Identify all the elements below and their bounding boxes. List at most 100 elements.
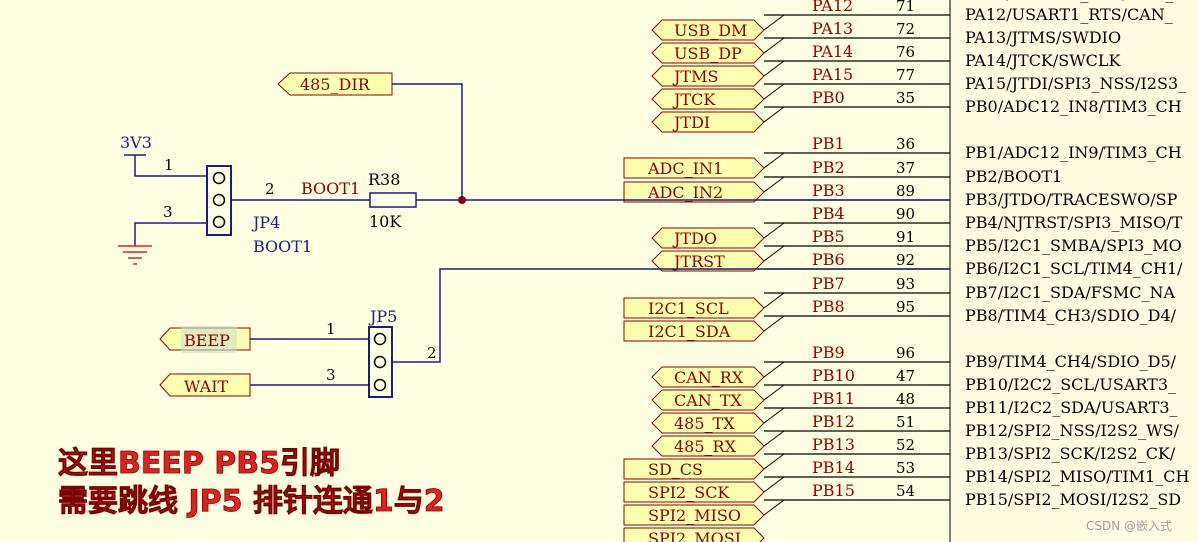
jp5-pin-circle (373, 355, 387, 369)
pin-net-label: PA12 (812, 0, 853, 15)
pin-function: PB5/I2C1_SMBA/SPI3_MO (965, 236, 1182, 255)
pin-function: PA14/JTCK/SWCLK (965, 51, 1122, 70)
boot1-net-label: BOOT1 (301, 179, 360, 198)
net-port-label: SPI2_MOSI (648, 529, 741, 542)
pin-net-label: PB13 (812, 435, 855, 454)
jp4-pin-circle (212, 193, 226, 207)
port-beep-label: BEEP (184, 331, 230, 350)
annotation-line-1: 这里BEEP PB5引脚 (58, 446, 340, 481)
jp4-value: BOOT1 (253, 237, 312, 256)
net-port-label: JTRST (672, 252, 725, 271)
jp5-jumper-body (368, 326, 393, 398)
pin-number: 54 (896, 482, 915, 500)
port-link-wire (763, 453, 785, 470)
pin-number: 51 (896, 413, 915, 431)
wire-485-dir (392, 83, 463, 200)
jp5-ref: JP5 (368, 307, 397, 326)
port-link-wire (763, 176, 785, 193)
port-link-wire (763, 245, 785, 262)
port-link-wire (763, 152, 785, 169)
jp5-pin1-number: 1 (326, 320, 336, 338)
annotation-note: 这里BEEP PB5引脚 需要跳线 JP5 排针连通1与2 (58, 446, 445, 520)
net-port-label: USB_DP (674, 44, 742, 63)
pin-function: PA11/USART1_CTS/CAN_ (965, 0, 1173, 3)
pin-net-label: PB15 (812, 481, 855, 500)
pin-number: 71 (896, 0, 915, 15)
jp5-section: 2 JP5 BEEP 1 WAIT 3 (159, 268, 950, 398)
annotation-line-2: 需要跳线 JP5 排针连通1与2 (58, 484, 445, 519)
pin-function: PB10/I2C2_SCL/USART3_ (965, 375, 1176, 394)
net-port-label: ADC_IN1 (647, 159, 723, 178)
pin-net-label: PB2 (812, 158, 845, 177)
net-port (623, 320, 765, 342)
pin-function: PB4/NJTRST/SPI3_MISO/T (965, 213, 1183, 232)
pin-net-label: PB11 (812, 389, 855, 408)
net-port-label: SPI2_SCK (648, 483, 730, 502)
net-port (623, 481, 765, 503)
pin-net-label: PB10 (812, 366, 855, 385)
pin-function: PB14/SPI2_MISO/TIM1_CH (965, 467, 1189, 486)
port-link-wire (763, 83, 785, 100)
net-port (623, 297, 765, 319)
jp5-pin-circle (373, 332, 387, 346)
net-port (623, 527, 765, 542)
pin-net-label: PB8 (812, 297, 845, 316)
pin-net-label: PB1 (812, 134, 845, 153)
port-link-wire (763, 315, 785, 332)
jp4-pin-circle (212, 171, 226, 185)
pin-number: 96 (896, 344, 915, 362)
pin-function: PB13/SPI2_SCK/I2S2_CK/ (965, 444, 1176, 463)
pin-number: 93 (896, 275, 915, 293)
jp5-pin3-number: 3 (326, 366, 336, 384)
port-link-wire (763, 361, 785, 378)
net-port (623, 504, 765, 526)
pin-net-label: PB0 (812, 88, 845, 107)
pin-net-label: PB4 (812, 204, 845, 223)
port-link-wire (763, 14, 785, 31)
mcu-body (949, 0, 1198, 542)
jp4-pin3-number: 3 (163, 203, 173, 221)
pin-net-label: PB6 (812, 250, 845, 269)
pin-number: 52 (896, 436, 915, 454)
beep-highlight (181, 326, 237, 353)
pin-function: PB7/I2C1_SDA/FSMC_NA (965, 283, 1175, 302)
port-link-wire (763, 106, 785, 123)
pin-number: 37 (896, 159, 915, 177)
ground-icon (118, 245, 152, 265)
pin-function: PA15/JTDI/SPI3_NSS/I2S3_ (965, 74, 1186, 93)
port-link-wire (763, 37, 785, 54)
net-port-label: I2C1_SCL (648, 299, 729, 318)
pin-number: 48 (896, 390, 915, 408)
net-port-label: CAN_RX (674, 368, 744, 387)
jp4-pin-circle (212, 215, 226, 229)
pin-number: 90 (896, 205, 915, 223)
net-port-label: JTMS (672, 67, 718, 86)
net-port-label: 485_RX (674, 437, 737, 456)
port-link-wire (763, 499, 785, 516)
jp4-pin2-number: 2 (265, 180, 275, 198)
port-485-dir-label: 485_DIR (300, 75, 371, 94)
boot-section: 3V3 1 3 JP4 BOOT1 2 BOOT1 R38 10K 485_DI… (118, 72, 950, 265)
pin-number: 89 (896, 182, 915, 200)
net-port (623, 458, 765, 480)
pin-net-label: PA15 (812, 65, 853, 84)
net-port (623, 157, 765, 179)
pin-net-label: PB9 (812, 343, 845, 362)
pin-function: PB11/I2C2_SDA/USART3_ (965, 398, 1178, 417)
pin-function: PB0/ADC12_IN8/TIM3_CH (965, 97, 1182, 116)
wire-3v3-pin1 (134, 155, 208, 177)
port-link-wire (763, 407, 785, 424)
pin-function: PB15/SPI2_MOSI/I2S2_SD (965, 490, 1181, 509)
net-port-label: 485_TX (674, 414, 735, 433)
pin-net-label: PB3 (812, 181, 845, 200)
net-port-label: I2C1_SDA (648, 322, 731, 341)
pin-function: PA12/USART1_RTS/CAN_ (965, 5, 1173, 24)
net-port-label: ADC_IN2 (647, 183, 723, 202)
pin-number: 91 (896, 228, 915, 246)
net-port-label: CAN_TX (674, 391, 742, 410)
pin-number: 36 (896, 135, 915, 153)
jp4-ref: JP4 (251, 213, 280, 232)
pin-number: 92 (896, 251, 915, 269)
r38-ref: R38 (368, 170, 400, 189)
pin-function: PB2/BOOT1 (965, 167, 1062, 186)
